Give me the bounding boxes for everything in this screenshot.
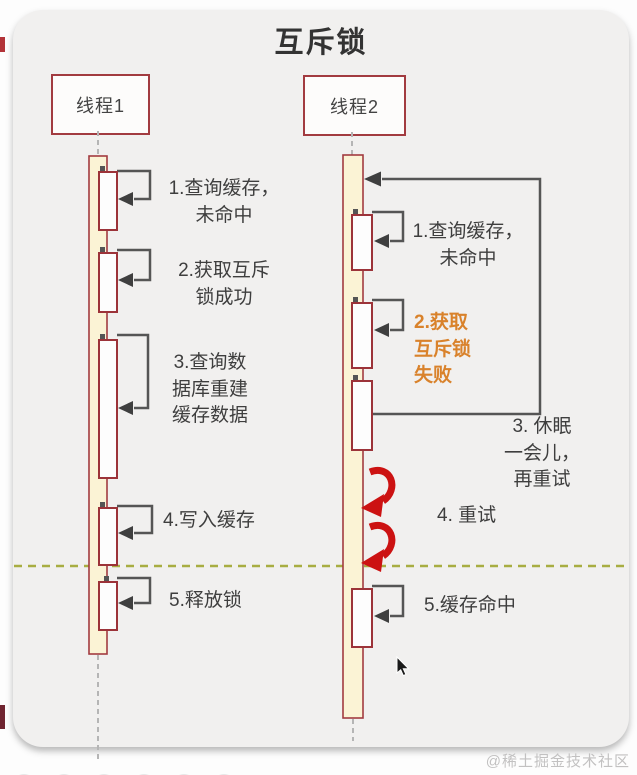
t2-exec-box-2	[351, 302, 373, 369]
t2-self-call-arrow-5	[372, 584, 405, 623]
t2-self-call-arrow-2	[372, 298, 405, 337]
t1-step5-label: 5.释放锁	[169, 590, 242, 611]
diagram-title: 互斥锁	[274, 27, 368, 59]
t1-self-call-arrow-3	[117, 333, 150, 415]
junction-nubs	[100, 166, 358, 581]
t2-step1-label: 1.查询缓存， 未命中	[412, 221, 524, 269]
t1-exec-box-4	[98, 507, 118, 566]
thread2-lifeline	[351, 132, 354, 741]
mouse-cursor-icon	[396, 655, 410, 677]
watermark: @稀土掘金技术社区	[485, 753, 630, 770]
t1-self-call-arrow-5	[117, 576, 152, 610]
t1-step3-label: 3.查询数 据库重建 缓存数据	[171, 352, 248, 427]
t1-exec-box-2	[98, 252, 118, 313]
t2-self-call-arrow-1	[372, 210, 405, 248]
t1-self-call-arrow-2	[117, 248, 152, 287]
t1-exec-box-5	[98, 581, 118, 631]
t1-step4-label: 4.写入缓存	[163, 510, 255, 531]
thread2-box: 线程2	[303, 75, 406, 136]
t2-exec-box-1	[351, 214, 373, 271]
t1-step2-label: 2.获取互斥 锁成功	[178, 260, 270, 308]
t1-exec-box-1	[98, 171, 118, 231]
t2-step5-label: 5.缓存命中	[424, 595, 516, 616]
t2-step2-label: 2.获取 互斥锁 失败	[414, 312, 472, 387]
thread1-name: 线程1	[75, 95, 125, 116]
t2-step4-label: 4. 重试	[437, 505, 497, 526]
big-retry-loop-arrow	[364, 171, 542, 416]
retry-arrow-icon-2	[361, 522, 396, 572]
t1-exec-box-3	[98, 339, 118, 479]
t2-step3-label: 3. 休眠 一会儿， 再重试	[503, 416, 580, 491]
t2-exec-box-3	[351, 380, 373, 451]
t1-self-call-arrow-4	[117, 504, 154, 540]
t1-step1-label: 1.查询缓存， 未命中	[168, 178, 280, 226]
retry-arrow-icon-1	[361, 467, 396, 517]
thread2-name: 线程2	[329, 96, 379, 117]
t1-self-call-arrow-1	[117, 169, 152, 206]
t2-exec-box-4	[351, 588, 373, 648]
thread1-box: 线程1	[51, 74, 150, 135]
